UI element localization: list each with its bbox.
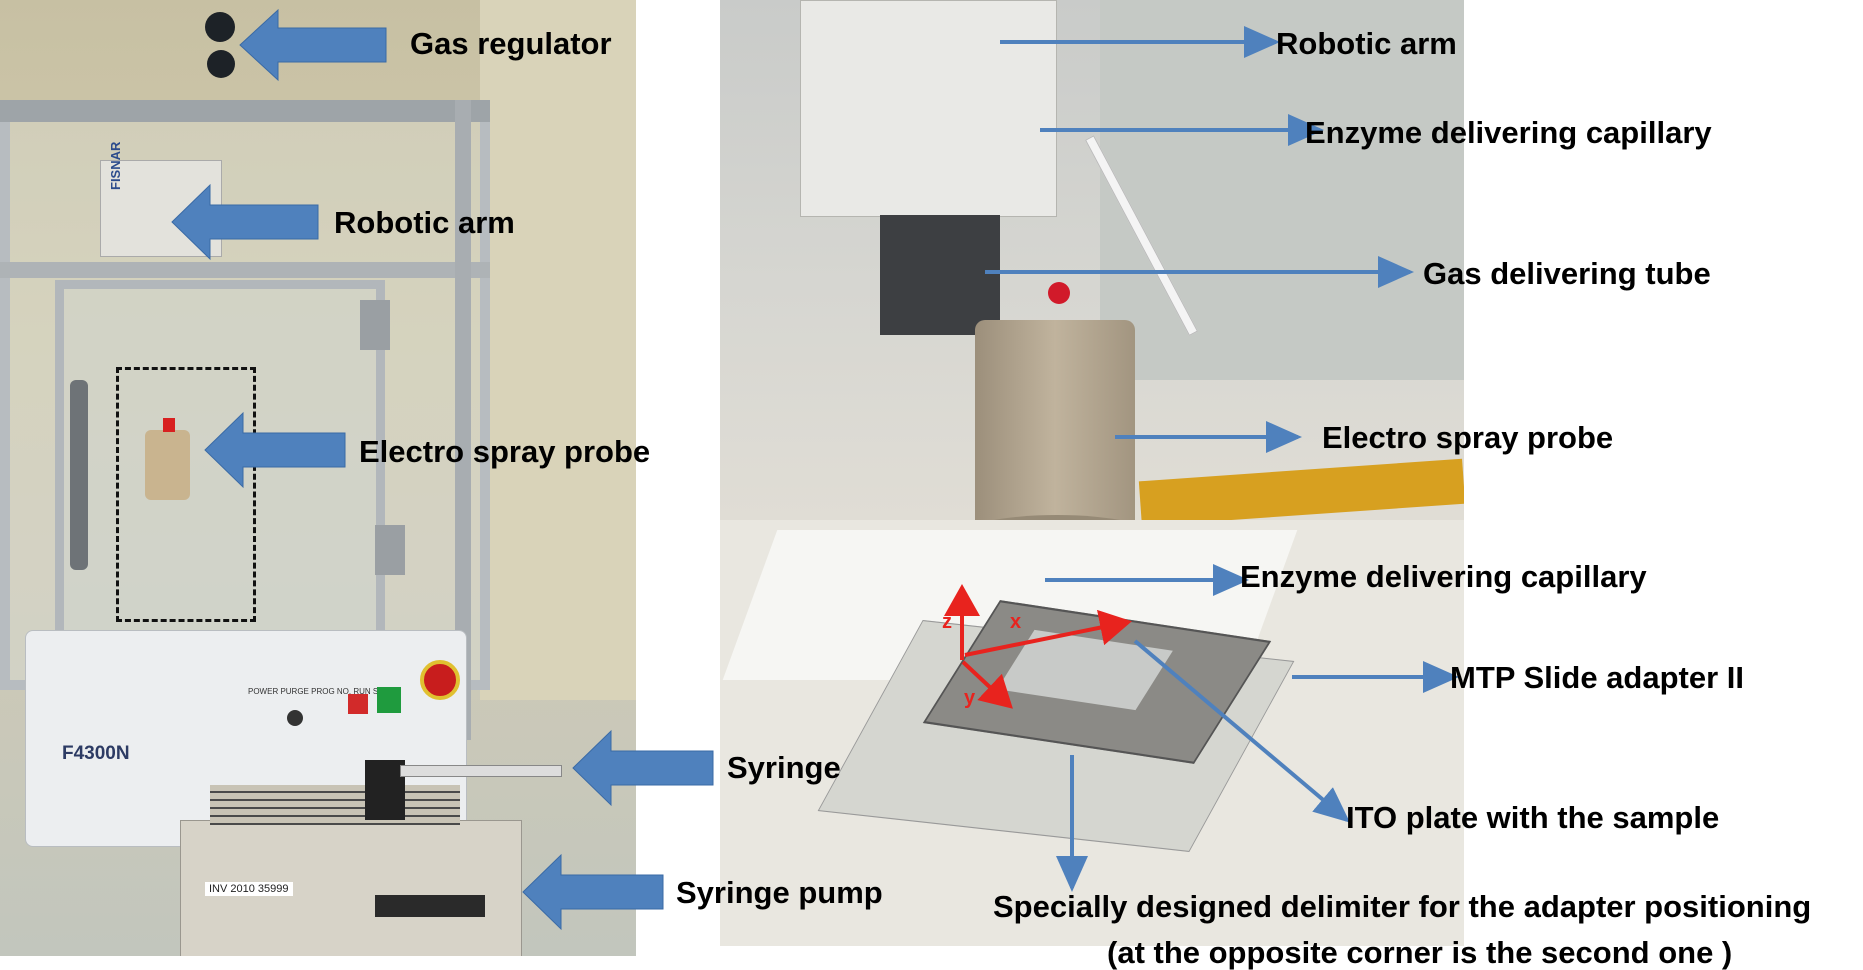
label-electro-spray-right: Electro spray probe (1322, 420, 1614, 455)
run-button (348, 694, 368, 714)
enclosure-crossbar (0, 262, 490, 278)
label-gas-regulator: Gas regulator (410, 26, 612, 61)
model-label: F4300N (62, 743, 130, 764)
label-electro-spray-left: Electro spray probe (359, 434, 651, 469)
label-enzyme-capillary-bottom: Enzyme delivering capillary (1240, 559, 1647, 594)
emergency-stop (420, 660, 460, 700)
yellow-strip (1138, 458, 1464, 527)
hinge (360, 300, 390, 350)
probe-highlight-box (116, 367, 256, 622)
right-photo (720, 0, 1464, 946)
brand-label: FISNAR (108, 141, 123, 190)
left-photo: FISNAR F4300N POWER PURGE PROG NO. RUN S… (0, 0, 636, 956)
syringe-barrel (400, 765, 562, 777)
label-robotic-arm-left: Robotic arm (334, 205, 515, 240)
gas-regulator-knob (207, 50, 235, 78)
hinge (375, 525, 405, 575)
label-enzyme-capillary-top: Enzyme delivering capillary (1305, 115, 1712, 150)
small-probe (145, 430, 190, 500)
wall (480, 0, 636, 700)
label-ito-plate: ITO plate with the sample (1346, 800, 1720, 835)
enclosure-top-bar (0, 100, 490, 122)
label-delimiter-line1: Specially designed delimiter for the ada… (993, 889, 1812, 924)
door-handle (70, 380, 88, 570)
pump-keypad (375, 895, 485, 917)
probe-cap (1048, 282, 1070, 304)
panel-labels: POWER PURGE PROG NO. RUN START (248, 687, 399, 696)
label-gas-tube: Gas delivering tube (1423, 256, 1711, 291)
label-syringe-pump: Syringe pump (676, 875, 883, 910)
axis-label-z: z (942, 611, 952, 633)
label-delimiter-line2: (at the opposite corner is the second on… (1107, 935, 1733, 970)
gas-regulator-knob (205, 12, 235, 42)
background-wall (1100, 0, 1464, 380)
syringe-clamp (365, 760, 405, 820)
start-button (377, 687, 401, 713)
label-robotic-arm-right: Robotic arm (1276, 26, 1457, 61)
enclosure-post (455, 100, 471, 740)
syringe-rails (210, 785, 460, 825)
pump-id-label: INV 2010 35999 (205, 882, 293, 896)
axis-label-x: x (1010, 611, 1022, 633)
power-button (287, 710, 303, 726)
label-syringe: Syringe (727, 750, 841, 785)
robotic-arm-housing (800, 0, 1057, 217)
small-probe-cap (163, 418, 175, 432)
robotic-arm-mount (880, 215, 1000, 335)
label-mtp-adapter: MTP Slide adapter II (1450, 660, 1745, 695)
axis-label-y: y (964, 687, 976, 709)
